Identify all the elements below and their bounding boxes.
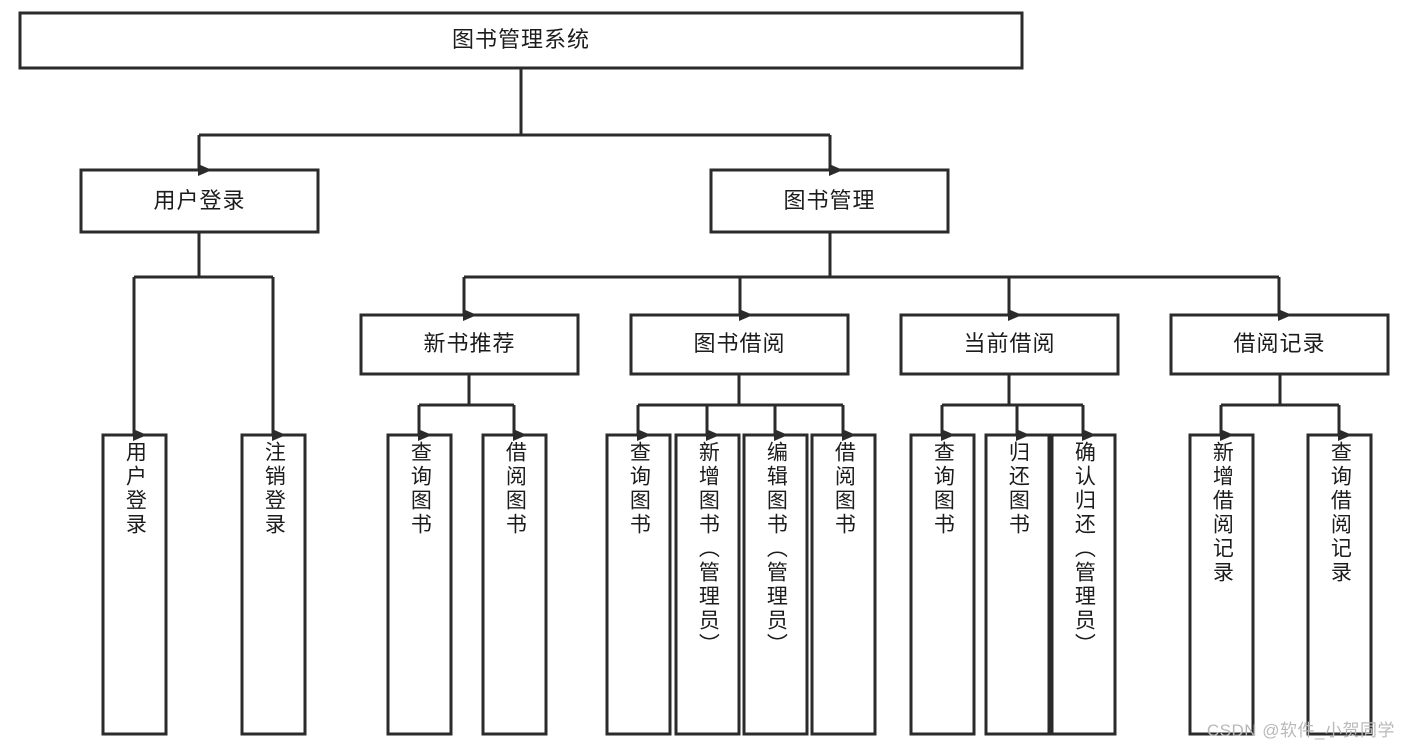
leaf-box — [984, 433, 1051, 736]
leaf-box — [742, 433, 809, 736]
leaf-box — [1050, 433, 1117, 736]
leaf-box — [481, 433, 548, 736]
node-box-user-login — [79, 168, 320, 234]
leaf-box — [810, 433, 877, 736]
node-box-book-manage — [709, 168, 950, 234]
node-box-borrow-record — [1169, 313, 1390, 376]
leaf-box — [240, 433, 307, 736]
leaf-box — [674, 433, 741, 736]
leaf-box — [386, 433, 453, 736]
leaf-box — [605, 433, 672, 736]
watermark-text: CSDN @软件_小贺同学 — [1206, 721, 1395, 740]
node-box-new-book — [359, 313, 580, 376]
leaf-box — [909, 433, 976, 736]
node-box-current-borrow — [899, 313, 1120, 376]
leaf-box — [1188, 433, 1255, 736]
node-box-book-borrow — [629, 313, 850, 376]
node-box-root — [18, 11, 1024, 70]
leaf-box — [1306, 433, 1373, 736]
leaf-box — [101, 433, 168, 736]
